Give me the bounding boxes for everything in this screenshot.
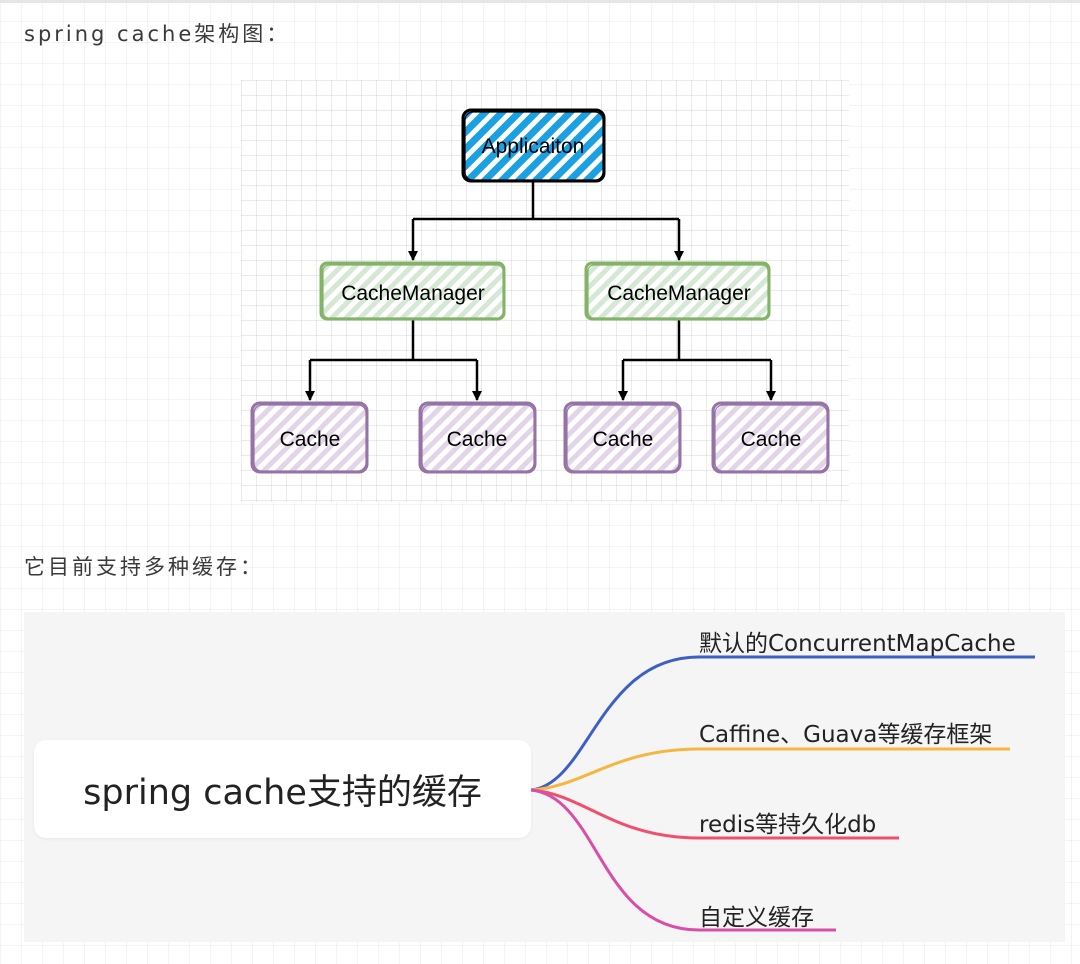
supports-caption: 它目前支持多种缓存： xyxy=(24,555,264,579)
mindmap-branches-svg xyxy=(530,655,1035,932)
cache-node-1: Cache xyxy=(250,401,369,474)
mindmap-root-label: spring cache支持的缓存 xyxy=(83,772,482,813)
application-label: Applicaiton xyxy=(482,135,585,158)
cache-label-4: Cache xyxy=(741,428,802,451)
branch-label-3: redis等持久化db xyxy=(699,812,877,838)
cache-manager-label-2: CacheManager xyxy=(607,282,751,305)
branch-line-1 xyxy=(530,655,1035,792)
mindmap: spring cache支持的缓存 默认的ConcurrentMapCache … xyxy=(24,612,1065,942)
cache-node-2: Cache xyxy=(418,401,537,474)
connectors-managers-to-caches xyxy=(305,320,776,401)
cache-manager-label-1: CacheManager xyxy=(341,282,485,305)
branch-label-1: 默认的ConcurrentMapCache xyxy=(699,631,1016,657)
branch-line-3 xyxy=(530,788,899,840)
cache-manager-node-2: CacheManager xyxy=(584,261,771,321)
connectors-app-to-managers xyxy=(408,182,684,261)
architecture-diagram-svg: Applicaiton CacheManager CacheManager Ca… xyxy=(250,108,830,474)
application-node: Applicaiton xyxy=(461,108,606,183)
architecture-caption: spring cache架构图： xyxy=(24,22,291,46)
architecture-diagram: Applicaiton CacheManager CacheManager Ca… xyxy=(241,80,849,502)
cache-node-4: Cache xyxy=(711,401,830,474)
branch-label-4: 自定义缓存 xyxy=(699,905,814,931)
cache-label-3: Cache xyxy=(593,428,654,451)
mindmap-root-node: spring cache支持的缓存 xyxy=(34,740,531,838)
cache-node-3: Cache xyxy=(563,401,682,474)
top-border xyxy=(0,0,1080,3)
cache-label-2: Cache xyxy=(447,428,508,451)
branch-label-2: Caffine、Guava等缓存框架 xyxy=(699,722,993,748)
cache-manager-node-1: CacheManager xyxy=(319,261,506,321)
cache-label-1: Cache xyxy=(280,428,341,451)
branch-line-4 xyxy=(530,788,836,932)
branch-line-2 xyxy=(530,747,1010,792)
